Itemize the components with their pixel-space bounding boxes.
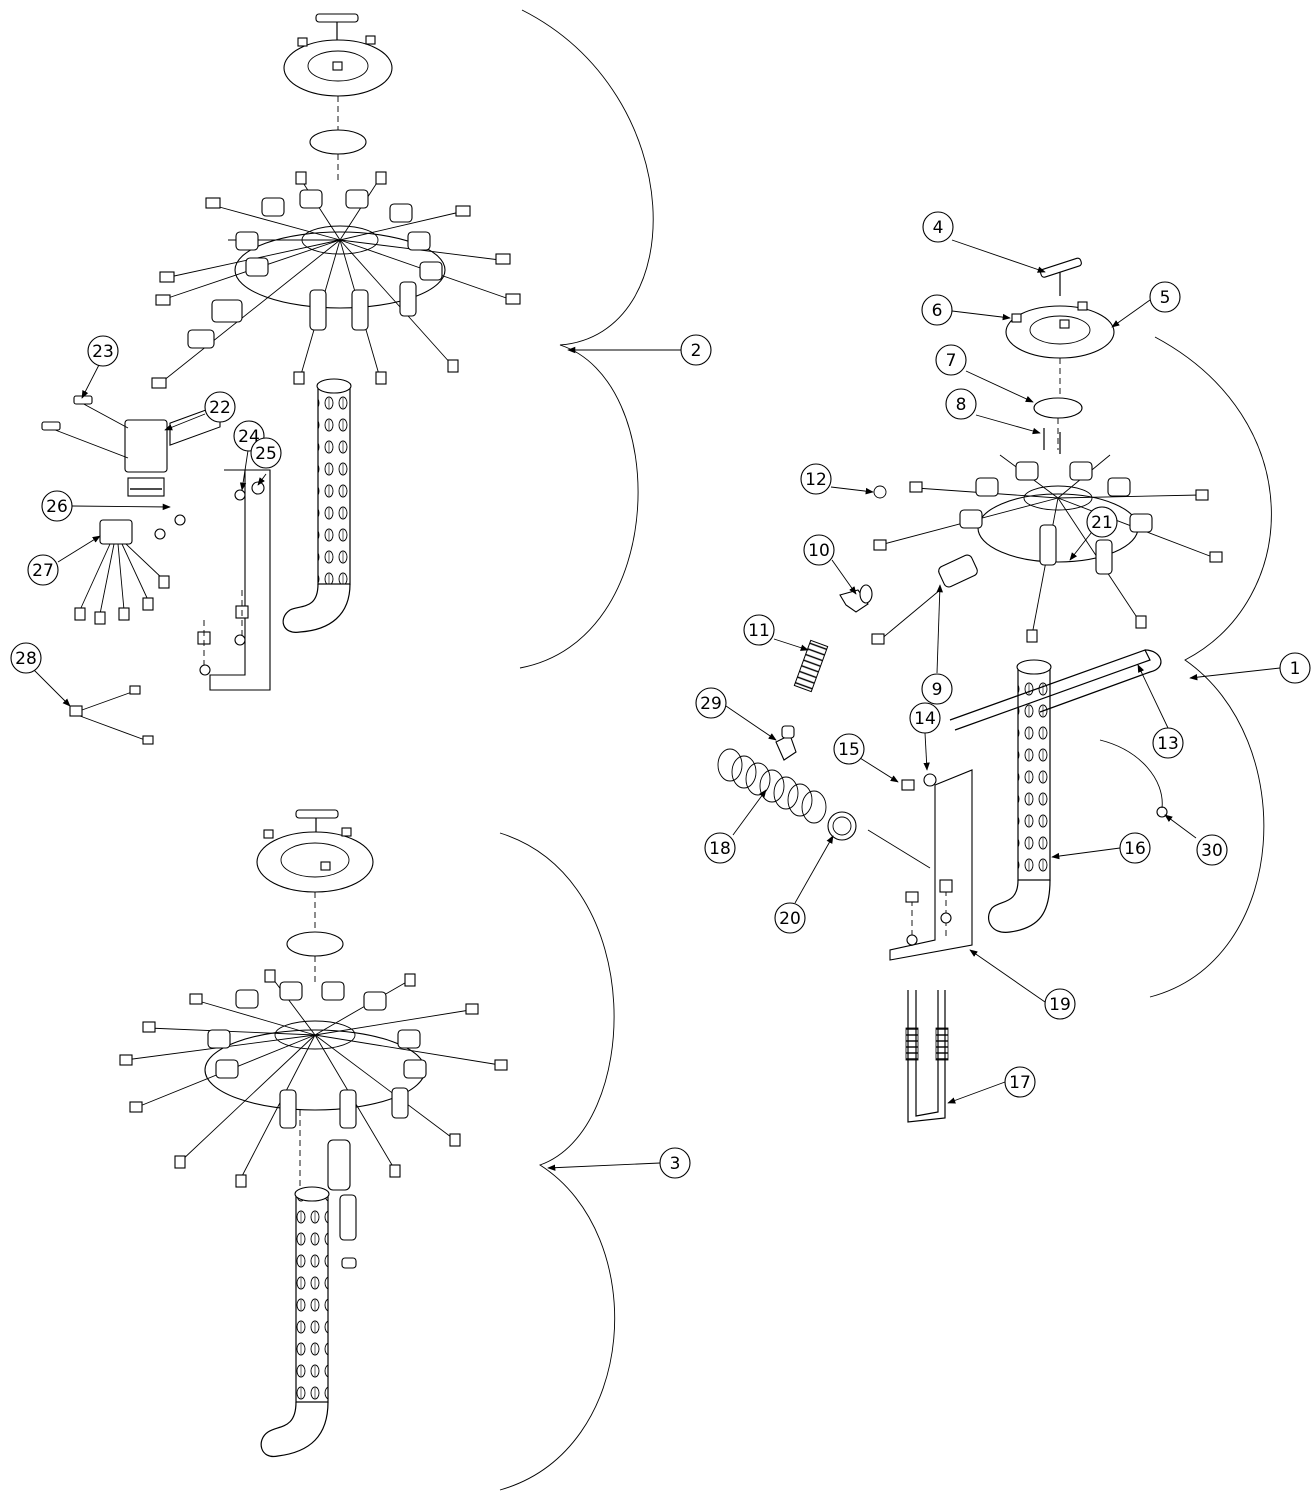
callout-11: 11	[743, 614, 775, 646]
svg-text:19: 19	[1049, 995, 1071, 1015]
callout-13: 13	[1152, 727, 1184, 759]
svg-text:10: 10	[808, 541, 830, 561]
svg-text:6: 6	[932, 301, 943, 321]
bracket-right	[1149, 336, 1272, 998]
callout-30: 30	[1196, 834, 1228, 866]
svg-text:22: 22	[209, 398, 231, 418]
callout-8: 8	[945, 388, 977, 420]
callouts: 1 2 3 4 5 6 7 8 9 10 11 12 13 14 15 16 1…	[10, 211, 1311, 1179]
svg-text:1: 1	[1290, 659, 1301, 679]
svg-text:16: 16	[1124, 839, 1146, 859]
svg-text:3: 3	[670, 1154, 681, 1174]
svg-text:5: 5	[1160, 288, 1171, 308]
callout-9: 9	[921, 673, 953, 705]
callout-4: 4	[922, 211, 954, 243]
svg-text:13: 13	[1157, 734, 1179, 754]
svg-text:25: 25	[255, 444, 277, 464]
bracket-bottom-left	[499, 832, 616, 1491]
svg-text:21: 21	[1091, 513, 1113, 533]
assembly-bottom-left	[119, 809, 508, 1458]
svg-text:17: 17	[1009, 1073, 1031, 1093]
callout-14: 14	[909, 702, 941, 734]
assembly-right	[717, 257, 1223, 1123]
svg-text:26: 26	[46, 497, 68, 517]
svg-text:9: 9	[932, 680, 943, 700]
svg-text:14: 14	[914, 709, 936, 729]
svg-text:2: 2	[691, 341, 702, 361]
callout-15: 15	[833, 733, 865, 765]
callout-16: 16	[1119, 832, 1151, 864]
svg-text:24: 24	[238, 427, 260, 447]
svg-text:23: 23	[92, 342, 114, 362]
svg-text:29: 29	[700, 694, 722, 714]
callout-23: 23	[87, 335, 119, 367]
callout-6: 6	[921, 294, 953, 326]
callout-18: 18	[704, 832, 736, 864]
callout-17: 17	[1004, 1066, 1036, 1098]
bracket-top-left	[519, 9, 654, 669]
callout-25: 25	[250, 437, 282, 469]
callout-5: 5	[1149, 281, 1181, 313]
svg-text:12: 12	[805, 470, 827, 490]
callout-2: 2	[680, 334, 712, 366]
svg-text:18: 18	[709, 839, 731, 859]
leader-lines	[33, 239, 1281, 1171]
callout-12: 12	[800, 463, 832, 495]
callout-29: 29	[695, 687, 727, 719]
svg-text:15: 15	[838, 740, 860, 760]
callout-7: 7	[935, 344, 967, 376]
svg-text:28: 28	[15, 649, 37, 669]
svg-text:8: 8	[956, 395, 967, 415]
callout-20: 20	[774, 902, 806, 934]
svg-text:7: 7	[946, 351, 957, 371]
svg-text:27: 27	[32, 561, 54, 581]
callout-28: 28	[10, 642, 42, 674]
bellows-hose	[717, 748, 827, 824]
assembly-top-left	[41, 13, 521, 745]
callout-27: 27	[27, 554, 59, 586]
svg-text:30: 30	[1201, 841, 1223, 861]
svg-text:11: 11	[748, 621, 770, 641]
callout-1: 1	[1279, 652, 1311, 684]
svg-text:4: 4	[933, 218, 944, 238]
svg-text:20: 20	[779, 909, 801, 929]
callout-22: 22	[204, 391, 236, 423]
callout-19: 19	[1044, 988, 1076, 1020]
callout-10: 10	[803, 534, 835, 566]
callout-3: 3	[659, 1147, 691, 1179]
callout-21: 21	[1086, 506, 1118, 538]
callout-26: 26	[41, 490, 73, 522]
